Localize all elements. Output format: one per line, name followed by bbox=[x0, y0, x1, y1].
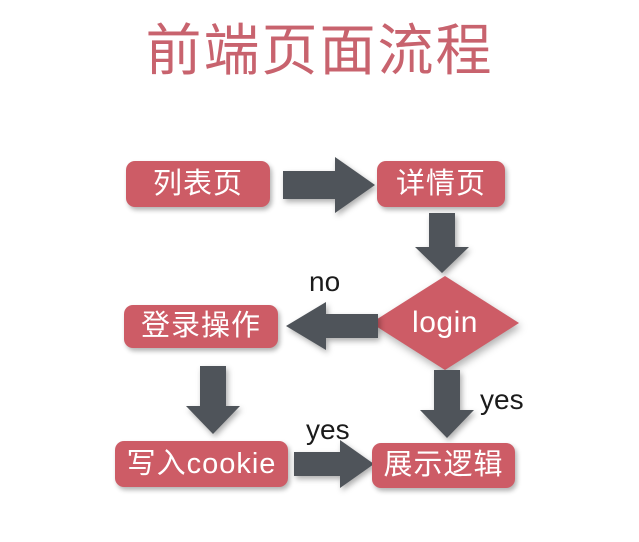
arrow-action-to-cookie bbox=[186, 366, 240, 434]
node-list-page-label: 列表页 bbox=[152, 167, 243, 200]
node-login-action[interactable]: 登录操作 bbox=[124, 305, 278, 348]
arrow-down-icon bbox=[186, 366, 240, 434]
node-login-action-label: 登录操作 bbox=[140, 310, 261, 342]
arrow-right-icon bbox=[283, 157, 375, 213]
arrow-login-to-action bbox=[286, 302, 378, 350]
edge-label-yes-bottom: yes bbox=[306, 414, 350, 445]
arrow-list-to-detail bbox=[283, 157, 375, 213]
arrow-down-icon bbox=[415, 213, 469, 273]
arrow-login-to-display bbox=[420, 370, 474, 438]
node-display-logic[interactable]: 展示逻辑 bbox=[372, 443, 515, 488]
node-detail-page[interactable]: 详情页 bbox=[377, 161, 505, 207]
node-display-logic-label: 展示逻辑 bbox=[383, 449, 504, 481]
edge-label-no: no bbox=[309, 266, 341, 297]
edge-label-yes-right: yes bbox=[480, 384, 524, 415]
node-login-decision[interactable]: login bbox=[371, 276, 519, 370]
arrow-left-icon bbox=[286, 302, 378, 350]
page-title: 前端页面流程 bbox=[145, 19, 494, 82]
arrow-cookie-to-display bbox=[294, 440, 374, 488]
arrow-right-icon bbox=[294, 440, 374, 488]
node-write-cookie[interactable]: 写入cookie bbox=[115, 441, 288, 487]
arrow-detail-to-login bbox=[415, 213, 469, 273]
node-write-cookie-label: 写入cookie bbox=[126, 447, 277, 480]
arrow-down-icon bbox=[420, 370, 474, 438]
node-detail-page-label: 详情页 bbox=[395, 167, 486, 200]
node-list-page[interactable]: 列表页 bbox=[126, 161, 270, 207]
